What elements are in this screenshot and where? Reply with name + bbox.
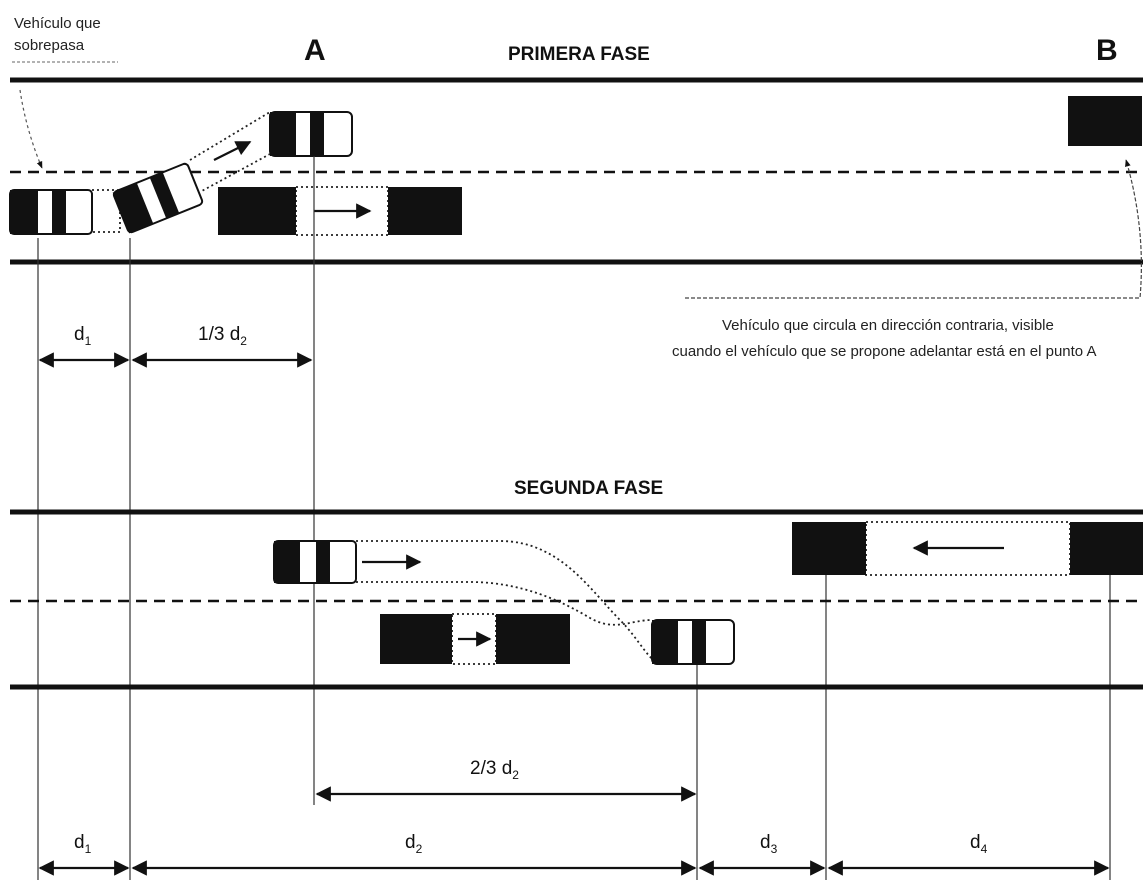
opposing-note-line1: Vehículo que circula en dirección contra… (722, 317, 1054, 334)
passing-return-trail-upper (356, 540, 663, 665)
point-b-label: B (1096, 34, 1118, 67)
slow-vehicle-trail-phase2 (451, 613, 497, 665)
dim-two-thirds-d2-label: 2/3 d2 (470, 758, 519, 782)
passing-lane-change-trail (189, 110, 271, 193)
phase-1-heading: PRIMERA FASE (508, 44, 650, 65)
passing-vehicle-start (9, 189, 93, 235)
passing-vehicle-pointer (19, 89, 43, 169)
passing-vehicle-label-line2: sobrepasa (14, 37, 85, 54)
passing-vehicle-turning (112, 162, 204, 234)
opposing-vehicle-phase1 (1068, 96, 1142, 146)
passing-vehicle-at-a-phase2 (273, 540, 357, 584)
slow-vehicle-phase2-end (496, 614, 570, 664)
phase-2-road (10, 509, 1143, 690)
passing-vehicle-at-a (269, 111, 353, 157)
dim-d1-phase1-label: d1 (74, 324, 92, 348)
slow-vehicle-phase1-end (388, 187, 462, 235)
opposing-note-pointer (685, 159, 1142, 299)
slow-vehicle-phase1-start (218, 187, 296, 235)
passing-vehicle-returned (651, 619, 735, 665)
phase-2-heading: SEGUNDA FASE (514, 478, 663, 499)
opposing-note-line2: cuando el vehículo que se propone adelan… (672, 343, 1097, 360)
dim-d2-total-label: d2 (405, 832, 423, 856)
dim-one-third-d2-label: 1/3 d2 (198, 324, 247, 348)
lane-change-arrow (213, 141, 252, 161)
opposing-vehicle-phase2-start (792, 522, 866, 575)
slow-vehicle-phase2-start (380, 614, 452, 664)
opposing-vehicle-phase2-end (1070, 522, 1143, 575)
passing-vehicle-label-line1: Vehículo que (14, 15, 101, 32)
dim-d3-total-label: d3 (760, 832, 778, 856)
dim-d4-total-label: d4 (970, 832, 988, 856)
point-a-label: A (304, 34, 326, 67)
passing-return-trail-lower (356, 581, 653, 626)
phase-1-road (10, 77, 1143, 265)
dim-d1-total-label: d1 (74, 832, 92, 856)
